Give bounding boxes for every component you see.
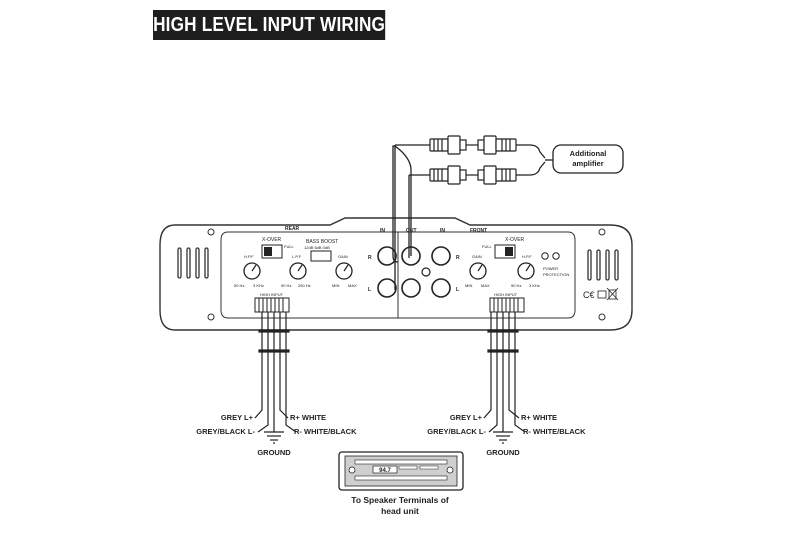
rca-jack-in2-r <box>431 246 451 266</box>
bass-boost-switch[interactable] <box>310 250 332 262</box>
rear-label: REAR <box>285 226 300 232</box>
head-unit-caption-line1: To Speaker Terminals of <box>351 495 449 505</box>
power-led-icon <box>541 252 549 260</box>
full-label-left: FULL <box>284 244 295 249</box>
rca-jack-in2-l <box>431 278 451 298</box>
rca-jack-out-l <box>401 278 421 298</box>
high-input-connector-left <box>254 297 290 313</box>
head-unit-display <box>372 465 398 474</box>
xover-label-left: X-OVER <box>262 237 282 243</box>
rca-jacks <box>377 246 451 298</box>
max-right: MAX <box>481 283 490 288</box>
knob-pointers-left <box>251 264 349 272</box>
bass-boost-label: BASS BOOST <box>306 239 338 245</box>
rca-plug-lower <box>429 165 517 185</box>
l-label-left: L <box>368 287 371 293</box>
xover-switch-knob-left <box>264 247 272 256</box>
hpf-label-right: H.P.F <box>522 254 532 259</box>
rca-jack-in-l <box>377 278 397 298</box>
protection-led-icon <box>552 252 560 260</box>
vents-left <box>177 247 209 279</box>
right-grey-black-l-minus: GREY/BLACK L- <box>427 427 486 436</box>
head-unit: 94.7 <box>338 451 464 491</box>
head-unit-caption-line2: head unit <box>381 506 419 516</box>
led-indicators <box>541 252 560 260</box>
additional-amplifier-callout: Additional amplifier <box>552 144 624 174</box>
weee-bin-icon <box>606 287 619 301</box>
protection-label: PROTECTION <box>543 272 569 277</box>
right-r-minus-white-black: R- WHITE/BLACK <box>523 427 586 436</box>
left-r-plus-white: R+ WHITE <box>290 413 326 422</box>
high-input-connector-right <box>489 297 525 313</box>
head-unit-knob-right <box>446 466 454 474</box>
hz50-left: 50 Hz <box>234 283 244 288</box>
rca-plug-upper <box>429 135 517 155</box>
knobs-left[interactable] <box>243 262 353 280</box>
wire-harness-left <box>254 312 297 433</box>
double-insulation-icon <box>597 290 607 299</box>
hz50b-left: 50 Hz <box>281 283 291 288</box>
r-label-right: R <box>456 255 460 261</box>
xover-label-right: X-OVER <box>505 237 525 243</box>
vents-right <box>587 249 619 281</box>
left-grey-black-l-minus: GREY/BLACK L- <box>196 427 255 436</box>
head-unit-frequency: 94.7 <box>379 468 391 474</box>
right-grey-l-plus: GREY L+ <box>450 413 483 422</box>
gain-label-left: GAIN <box>338 254 348 259</box>
high-input-label-right: HIGH INPUT <box>494 292 518 297</box>
xover-switch-left[interactable] <box>261 244 283 259</box>
left-r-minus-white-black: R- WHITE/BLACK <box>294 427 357 436</box>
high-input-label-left: HIGH INPUT <box>260 292 284 297</box>
full-label-right: FULL <box>482 244 493 249</box>
head-unit-knob-left <box>348 466 356 474</box>
front-label: FRONT <box>470 228 487 234</box>
wire-harness-right <box>483 312 526 433</box>
rca-cables <box>392 144 430 290</box>
lpf-label-left: L.P.F <box>292 254 302 259</box>
left-grey-l-plus: GREY L+ <box>221 413 254 422</box>
hpf-label-left: H.P.F <box>244 254 254 259</box>
ground-symbol-right <box>493 431 513 444</box>
knobs-right[interactable] <box>469 262 535 280</box>
callout-line2: amplifier <box>572 159 603 168</box>
xover-switch-knob-right <box>505 247 513 256</box>
mount-screws <box>207 228 606 321</box>
right-r-plus-white: R+ WHITE <box>521 413 557 422</box>
l-label-right: L <box>456 287 459 293</box>
min-right: MIN <box>465 283 472 288</box>
ce-mark-icon: C€ <box>583 290 595 300</box>
page-title: HIGH LEVEL INPUT WIRING <box>153 10 386 40</box>
hz50-right: 50 Hz <box>511 283 521 288</box>
r-label-left: R <box>368 255 372 261</box>
rca-cable-to-amp <box>516 144 553 176</box>
max-left: MAX <box>348 283 357 288</box>
khz3-left: 3 KHz <box>253 283 264 288</box>
right-ground: GROUND <box>486 448 520 457</box>
amplifier <box>159 217 633 331</box>
in-label-right: IN <box>440 228 445 234</box>
power-label: POWER <box>543 266 558 271</box>
gain-label-right: GAIN <box>472 254 482 259</box>
xover-switch-right[interactable] <box>494 244 516 259</box>
hz250-left: 250 Hz <box>298 283 311 288</box>
callout-line1: Additional <box>570 149 607 158</box>
bass-boost-values: 12dB 6dB 0dB <box>304 245 330 250</box>
in-label-left: IN <box>380 228 385 234</box>
knob-pointers-right <box>477 264 531 272</box>
min-left: MIN <box>332 283 339 288</box>
ground-symbol-left <box>264 431 284 444</box>
rca-jack-in-r <box>377 246 397 266</box>
left-ground: GROUND <box>257 448 291 457</box>
khz3-right: 3 KHz <box>529 283 540 288</box>
